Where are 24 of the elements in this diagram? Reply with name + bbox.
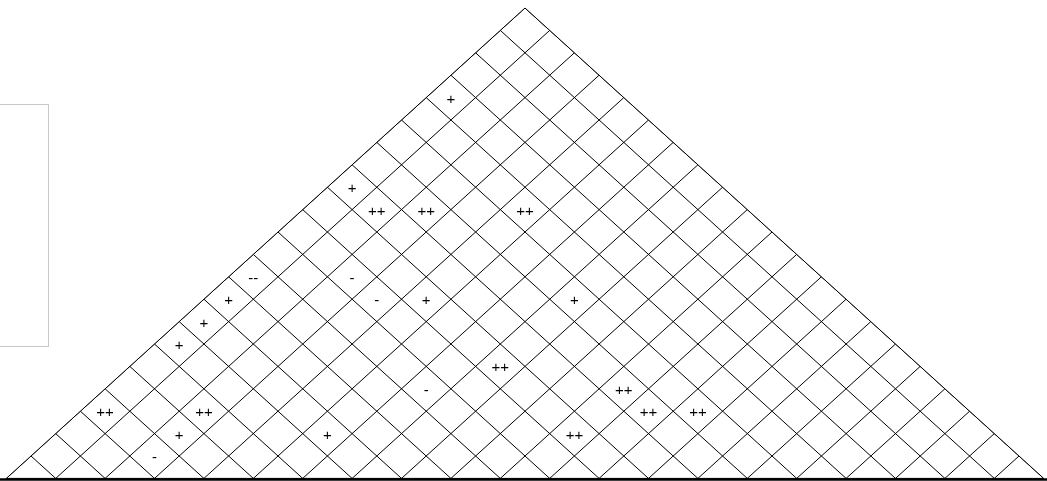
- correlation-symbol: ++: [417, 202, 435, 218]
- correlation-symbol: -: [152, 448, 157, 464]
- correlation-symbol: +: [347, 179, 357, 195]
- correlation-symbol: -: [349, 269, 355, 285]
- correlation-symbol: ++: [368, 202, 386, 218]
- correlation-symbol: ++: [96, 403, 114, 419]
- correlation-symbol: ++: [195, 403, 213, 419]
- correlation-symbol: +: [421, 291, 431, 307]
- correlation-symbol: +: [224, 291, 233, 307]
- correlation-symbol: +: [446, 90, 456, 106]
- correlation-symbol: ++: [516, 202, 534, 218]
- correlation-symbol: +: [323, 426, 332, 442]
- correlation-symbol: ++: [689, 403, 707, 419]
- correlation-symbol: ++: [639, 403, 658, 419]
- correlation-symbol: --: [248, 269, 259, 285]
- correlation-symbol: +: [174, 426, 184, 442]
- correlation-symbol: ++: [615, 381, 633, 397]
- correlation-symbol: +: [199, 314, 209, 330]
- correlation-symbol: -: [423, 381, 429, 397]
- correlation-symbol: +: [570, 291, 579, 307]
- correlation-symbol: +: [174, 336, 184, 352]
- correlation-symbol: -: [374, 291, 380, 307]
- correlation-symbol: ++: [491, 358, 510, 374]
- correlation-symbol: ++: [565, 426, 584, 442]
